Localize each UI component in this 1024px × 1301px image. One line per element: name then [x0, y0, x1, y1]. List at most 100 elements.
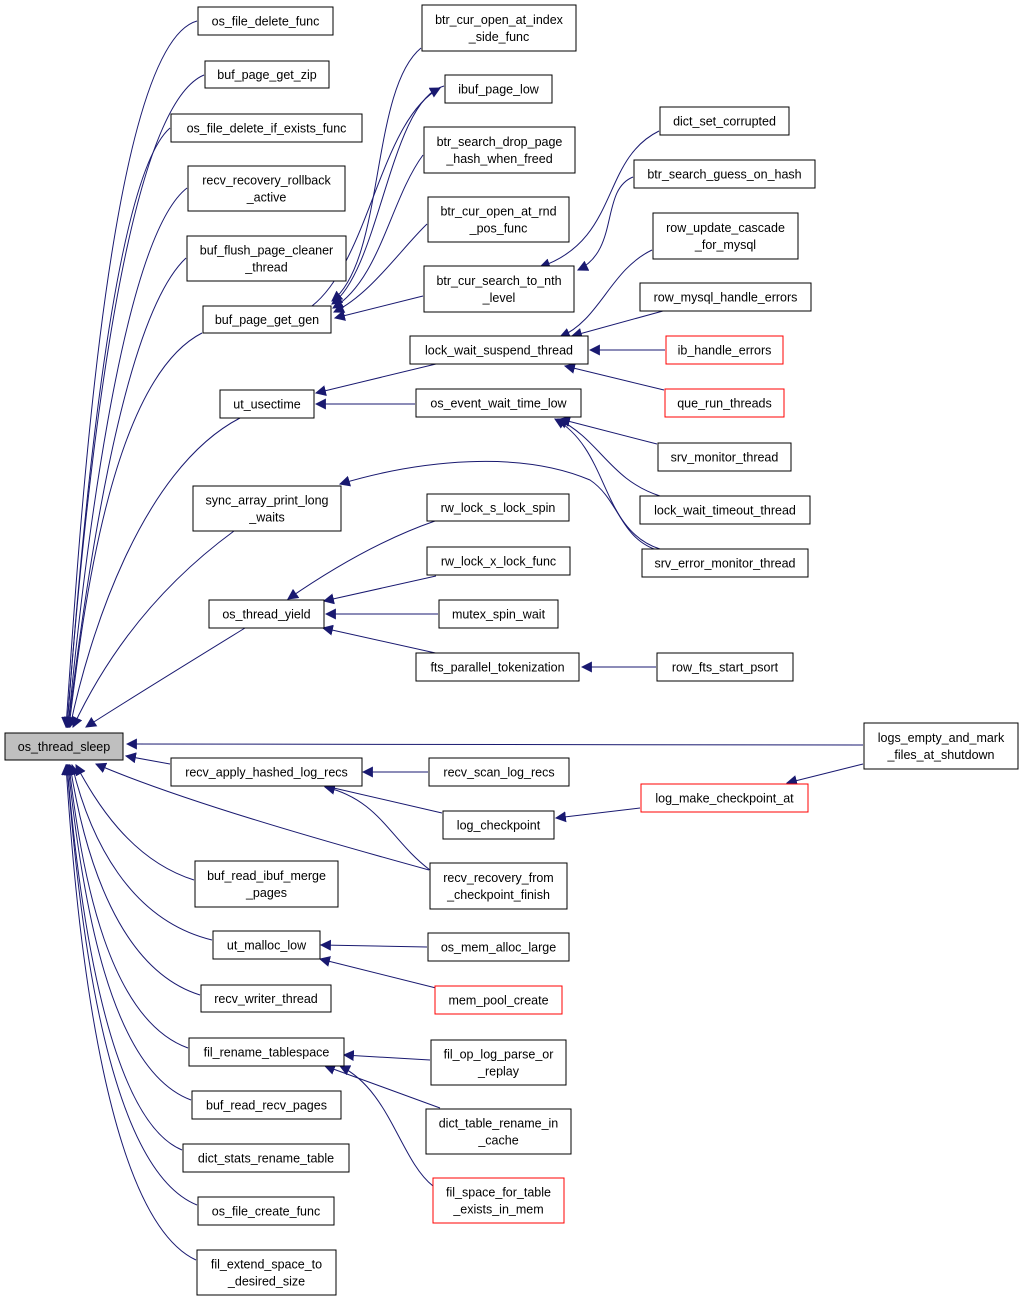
node-box[interactable] — [182, 1143, 350, 1173]
node-os-file-create-func[interactable]: os_file_create_func — [197, 1196, 335, 1226]
node-logs-empty-and-mark-files-at-shutdown[interactable]: logs_empty_and_mark_files_at_shutdown — [863, 722, 1019, 770]
node-buf-page-get-zip[interactable]: buf_page_get_zip — [204, 60, 330, 89]
node-box[interactable] — [657, 442, 792, 472]
node-recv-recovery-rollback-active[interactable]: recv_recovery_rollback_active — [187, 165, 346, 212]
node-mem-pool-create[interactable]: mem_pool_create — [434, 985, 563, 1015]
node-box[interactable] — [434, 985, 563, 1015]
node-buf-read-recv-pages[interactable]: buf_read_recv_pages — [191, 1090, 342, 1120]
node-btr-cur-open-at-index-side-func[interactable]: btr_cur_open_at_index_side_func — [421, 4, 577, 52]
node-buf-flush-page-cleaner-thread[interactable]: buf_flush_page_cleaner_thread — [186, 235, 347, 282]
node-box[interactable] — [652, 212, 799, 260]
node-btr-search-drop-page-hash-when-freed[interactable]: btr_search_drop_page_hash_when_freed — [423, 126, 576, 174]
node-box[interactable] — [425, 1108, 572, 1155]
node-box[interactable] — [212, 930, 321, 960]
node-os-thread-sleep[interactable]: os_thread_sleep — [4, 732, 124, 761]
node-rw-lock-s-lock-spin[interactable]: rw_lock_s_lock_spin — [426, 493, 570, 522]
node-lock-wait-timeout-thread[interactable]: lock_wait_timeout_thread — [639, 495, 811, 525]
node-box[interactable] — [430, 1039, 567, 1086]
node-box[interactable] — [191, 1090, 342, 1120]
node-log-checkpoint[interactable]: log_checkpoint — [442, 810, 555, 840]
node-box[interactable] — [186, 235, 347, 282]
node-btr-search-guess-on-hash[interactable]: btr_search_guess_on_hash — [633, 159, 816, 189]
node-dict-set-corrupted[interactable]: dict_set_corrupted — [659, 106, 790, 136]
node-box[interactable] — [200, 984, 332, 1013]
node-box[interactable] — [863, 722, 1019, 770]
node-box[interactable] — [426, 546, 571, 576]
node-box[interactable] — [665, 335, 784, 365]
node-box[interactable] — [427, 196, 570, 243]
node-btr-cur-open-at-rnd-pos-func[interactable]: btr_cur_open_at_rnd_pos_func — [427, 196, 570, 243]
node-recv-writer-thread[interactable]: recv_writer_thread — [200, 984, 332, 1013]
node-box[interactable] — [196, 1249, 337, 1296]
node-sync-array-print-long-waits[interactable]: sync_array_print_long_waits — [192, 485, 342, 532]
node-box[interactable] — [640, 783, 809, 813]
node-log-make-checkpoint-at[interactable]: log_make_checkpoint_at — [640, 783, 809, 813]
node-fil-rename-tablespace[interactable]: fil_rename_tablespace — [188, 1037, 345, 1067]
node-box[interactable] — [428, 757, 570, 787]
node-box[interactable] — [429, 862, 568, 910]
node-buf-read-ibuf-merge-pages[interactable]: buf_read_ibuf_merge_pages — [194, 860, 339, 908]
node-btr-cur-search-to-nth-level[interactable]: btr_cur_search_to_nth_level — [423, 265, 575, 313]
node-os-file-delete-if-exists-func[interactable]: os_file_delete_if_exists_func — [170, 113, 363, 143]
node-box[interactable] — [188, 1037, 345, 1067]
node-rw-lock-x-lock-func[interactable]: rw_lock_x_lock_func — [426, 546, 571, 576]
node-os-thread-yield[interactable]: os_thread_yield — [208, 599, 325, 629]
node-os-file-delete-func[interactable]: os_file_delete_func — [197, 6, 334, 36]
node-box[interactable] — [192, 485, 342, 532]
node-box[interactable] — [197, 6, 334, 36]
node-buf-page-get-gen[interactable]: buf_page_get_gen — [202, 305, 332, 334]
node-box[interactable] — [659, 106, 790, 136]
node-box[interactable] — [202, 305, 332, 334]
node-ibuf-page-low[interactable]: ibuf_page_low — [444, 74, 553, 104]
node-mutex-spin-wait[interactable]: mutex_spin_wait — [438, 599, 559, 629]
node-ib-handle-errors[interactable]: ib_handle_errors — [665, 335, 784, 365]
node-box[interactable] — [187, 165, 346, 212]
node-box[interactable] — [633, 159, 816, 189]
node-lock-wait-suspend-thread[interactable]: lock_wait_suspend_thread — [409, 335, 589, 365]
node-box[interactable] — [442, 810, 555, 840]
node-box[interactable] — [444, 74, 553, 104]
node-box[interactable] — [208, 599, 325, 629]
node-box[interactable] — [641, 548, 809, 578]
node-row-update-cascade-for-mysql[interactable]: row_update_cascade_for_mysql — [652, 212, 799, 260]
node-dict-table-rename-in-cache[interactable]: dict_table_rename_in_cache — [425, 1108, 572, 1155]
node-os-mem-alloc-large[interactable]: os_mem_alloc_large — [427, 932, 570, 962]
node-box[interactable] — [204, 60, 330, 89]
node-os-event-wait-time-low[interactable]: os_event_wait_time_low — [415, 388, 582, 418]
node-box[interactable] — [639, 282, 812, 312]
node-box[interactable] — [639, 495, 811, 525]
node-srv-error-monitor-thread[interactable]: srv_error_monitor_thread — [641, 548, 809, 578]
node-box[interactable] — [423, 126, 576, 174]
node-box[interactable] — [170, 757, 363, 787]
node-fil-op-log-parse-or-replay[interactable]: fil_op_log_parse_or_replay — [430, 1039, 567, 1086]
node-box[interactable] — [427, 932, 570, 962]
node-row-fts-start-psort[interactable]: row_fts_start_psort — [656, 652, 794, 682]
node-recv-recovery-from-checkpoint-finish[interactable]: recv_recovery_from_checkpoint_finish — [429, 862, 568, 910]
node-box[interactable] — [4, 732, 124, 761]
node-srv-monitor-thread[interactable]: srv_monitor_thread — [657, 442, 792, 472]
node-box[interactable] — [432, 1177, 565, 1224]
node-box[interactable] — [421, 4, 577, 52]
node-box[interactable] — [415, 388, 582, 418]
node-box[interactable] — [664, 388, 785, 418]
node-ut-malloc-low[interactable]: ut_malloc_low — [212, 930, 321, 960]
node-box[interactable] — [197, 1196, 335, 1226]
node-que-run-threads[interactable]: que_run_threads — [664, 388, 785, 418]
node-box[interactable] — [194, 860, 339, 908]
node-row-mysql-handle-errors[interactable]: row_mysql_handle_errors — [639, 282, 812, 312]
node-box[interactable] — [415, 652, 580, 682]
node-fts-parallel-tokenization[interactable]: fts_parallel_tokenization — [415, 652, 580, 682]
node-box[interactable] — [426, 493, 570, 522]
node-box[interactable] — [438, 599, 559, 629]
node-box[interactable] — [170, 113, 363, 143]
node-box[interactable] — [656, 652, 794, 682]
node-fil-extend-space-to-desired-size[interactable]: fil_extend_space_to_desired_size — [196, 1249, 337, 1296]
node-box[interactable] — [409, 335, 589, 365]
node-box[interactable] — [219, 389, 315, 419]
node-recv-scan-log-recs[interactable]: recv_scan_log_recs — [428, 757, 570, 787]
node-fil-space-for-table-exists-in-mem[interactable]: fil_space_for_table_exists_in_mem — [432, 1177, 565, 1224]
node-ut-usectime[interactable]: ut_usectime — [219, 389, 315, 419]
node-box[interactable] — [423, 265, 575, 313]
node-recv-apply-hashed-log-recs[interactable]: recv_apply_hashed_log_recs — [170, 757, 363, 787]
node-dict-stats-rename-table[interactable]: dict_stats_rename_table — [182, 1143, 350, 1173]
